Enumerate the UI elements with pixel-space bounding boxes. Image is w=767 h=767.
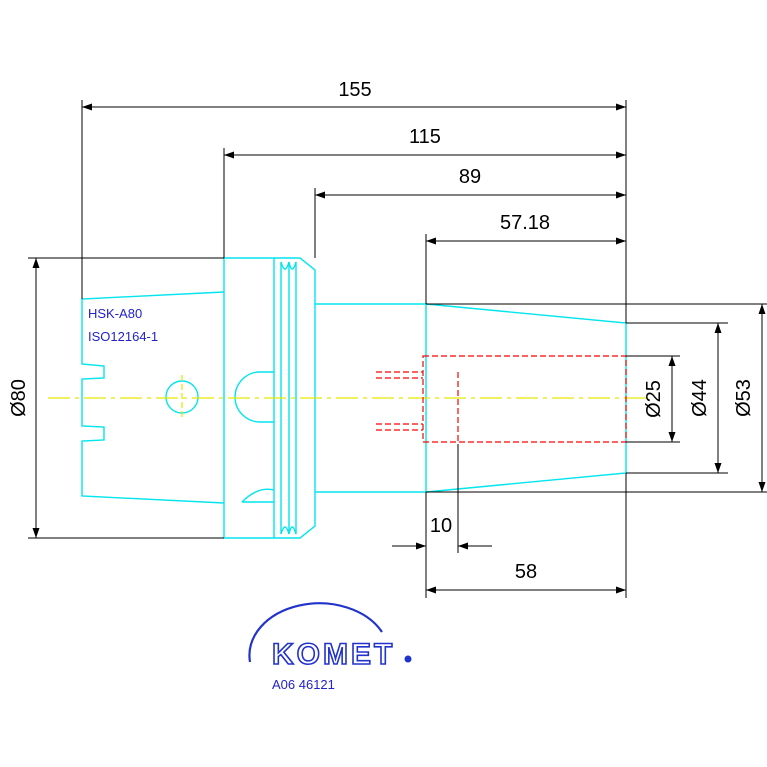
- dim-base-diameter: Ø53: [733, 379, 755, 417]
- dimension-lines: [28, 100, 767, 598]
- dim-bore-offset: 10: [430, 515, 452, 537]
- norm-label: ISO12164-1: [88, 329, 158, 344]
- dim-flange-length: 115: [409, 126, 441, 148]
- dim-tip-diameter: Ø44: [689, 379, 711, 417]
- keyway-slot: [234, 371, 274, 423]
- hsk-taper: [81, 291, 225, 504]
- centerline: [48, 375, 650, 420]
- dim-flange-diameter: Ø80: [8, 379, 30, 417]
- standard-label: HSK-A80: [88, 306, 142, 321]
- dim-collar-length: 89: [459, 166, 481, 188]
- logo-wordmark: KOMET: [272, 638, 395, 671]
- part-number: A06 46121: [272, 677, 335, 692]
- komet-logo: KOMET: [248, 602, 412, 672]
- logo-arc: [248, 602, 383, 663]
- dim-bore-diameter: Ø25: [643, 380, 665, 418]
- logo-dot: [404, 655, 412, 663]
- hidden-bore: [376, 355, 627, 444]
- dim-bore-length: 58: [515, 561, 537, 583]
- dim-shank-length: 57.18: [500, 212, 550, 234]
- dim-overall-length: 155: [338, 79, 371, 101]
